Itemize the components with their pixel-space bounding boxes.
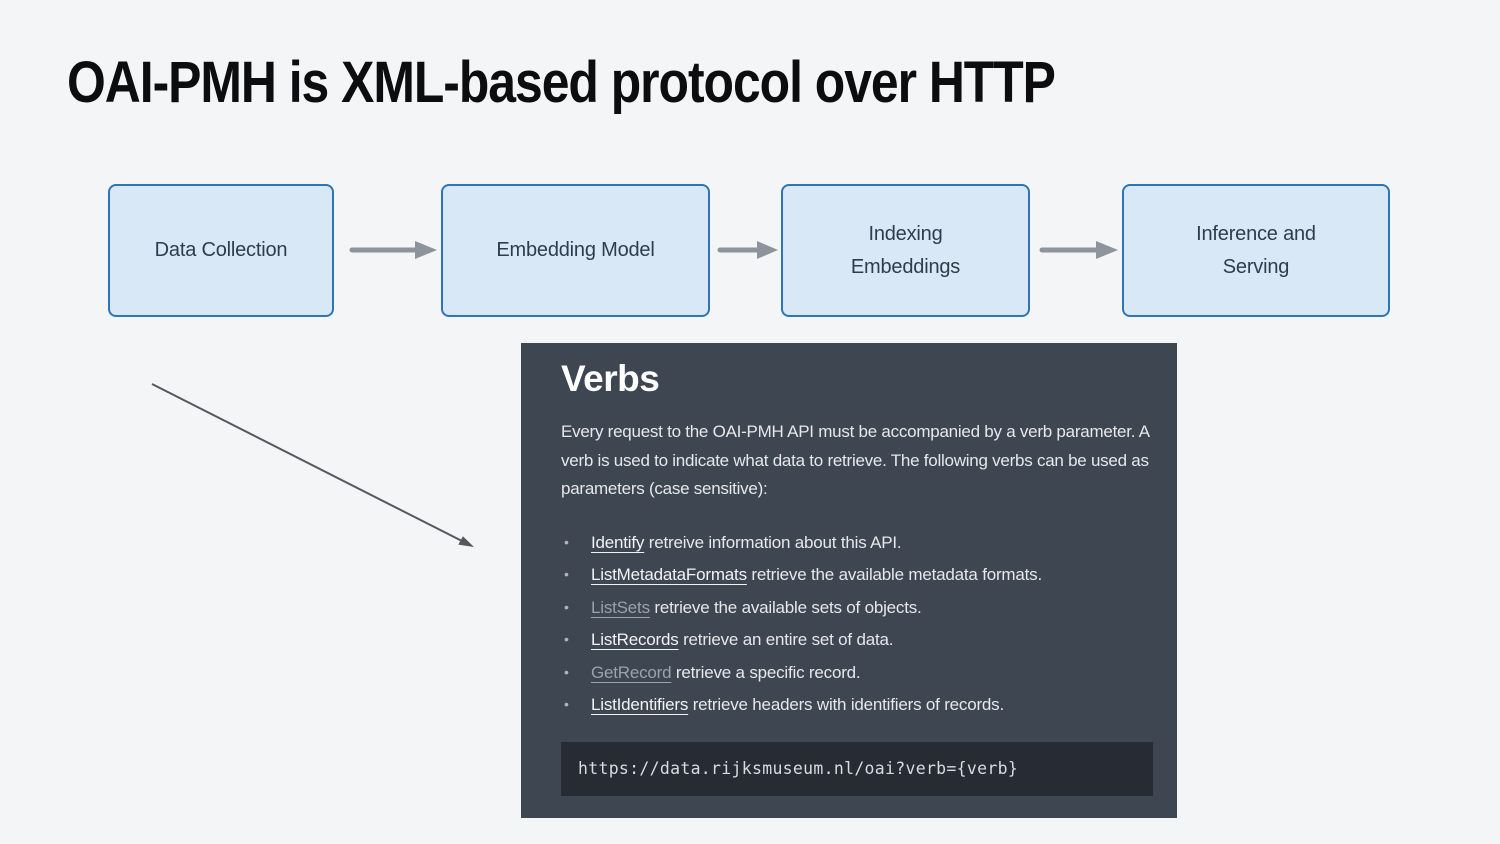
verb-item-identify: Identify retreive information about this… bbox=[561, 526, 1153, 560]
flow-step-indexing-embeddings: Indexing Embeddings bbox=[781, 184, 1030, 317]
verb-link-listsets[interactable]: ListSets bbox=[591, 597, 650, 617]
verb-description: retrieve headers with identifiers of rec… bbox=[688, 695, 1005, 714]
verb-item-listmetadataformats: ListMetadataFormats retrieve the availab… bbox=[561, 558, 1153, 592]
verb-item-getrecord: GetRecord retrieve a specific record. bbox=[561, 656, 1153, 690]
page-title: OAI-PMH is XML-based protocol over HTTP bbox=[67, 50, 1056, 115]
api-url-text: https://data.rijksmuseum.nl/oai?verb={ve… bbox=[578, 759, 1019, 778]
flow-step-inference-serving: Inference and Serving bbox=[1122, 184, 1390, 317]
verb-link-identify[interactable]: Identify bbox=[591, 532, 645, 552]
verb-description: retrieve the available sets of objects. bbox=[649, 597, 922, 617]
flow-arrow-icon bbox=[1039, 241, 1118, 259]
verb-list: Identify retreive information about this… bbox=[561, 526, 1153, 722]
verb-description: retrieve an entire set of data. bbox=[678, 630, 894, 649]
verb-description: retrieve a specific record. bbox=[671, 662, 861, 682]
code-block: https://data.rijksmuseum.nl/oai?verb={ve… bbox=[561, 741, 1153, 796]
verb-item-listrecords: ListRecords retrieve an entire set of da… bbox=[561, 623, 1153, 657]
flow-arrow-icon bbox=[349, 241, 437, 259]
flow-step-data-collection: Data Collection bbox=[108, 184, 334, 317]
verb-link-getrecord[interactable]: GetRecord bbox=[591, 662, 672, 682]
verbs-panel: Verbs Every request to the OAI-PMH API m… bbox=[521, 343, 1177, 818]
verbs-intro-text: Every request to the OAI-PMH API must be… bbox=[561, 422, 1149, 498]
verb-link-listmetadataformats[interactable]: ListMetadataFormats bbox=[591, 565, 747, 584]
annotation-arrow-icon bbox=[151, 383, 474, 547]
verb-item-listidentifiers: ListIdentifiers retrieve headers with id… bbox=[561, 688, 1153, 722]
verb-description: retreive information about this API. bbox=[644, 532, 902, 552]
flow-step-embedding-model: Embedding Model bbox=[441, 184, 710, 317]
verb-link-listidentifiers[interactable]: ListIdentifiers bbox=[591, 695, 689, 714]
verbs-panel-title: Verbs bbox=[561, 358, 660, 399]
verb-description: retrieve the available metadata formats. bbox=[746, 565, 1042, 584]
verb-link-listrecords[interactable]: ListRecords bbox=[591, 630, 679, 649]
verb-item-listsets: ListSets retrieve the available sets of … bbox=[561, 591, 1153, 625]
flow-arrow-icon bbox=[717, 241, 778, 259]
